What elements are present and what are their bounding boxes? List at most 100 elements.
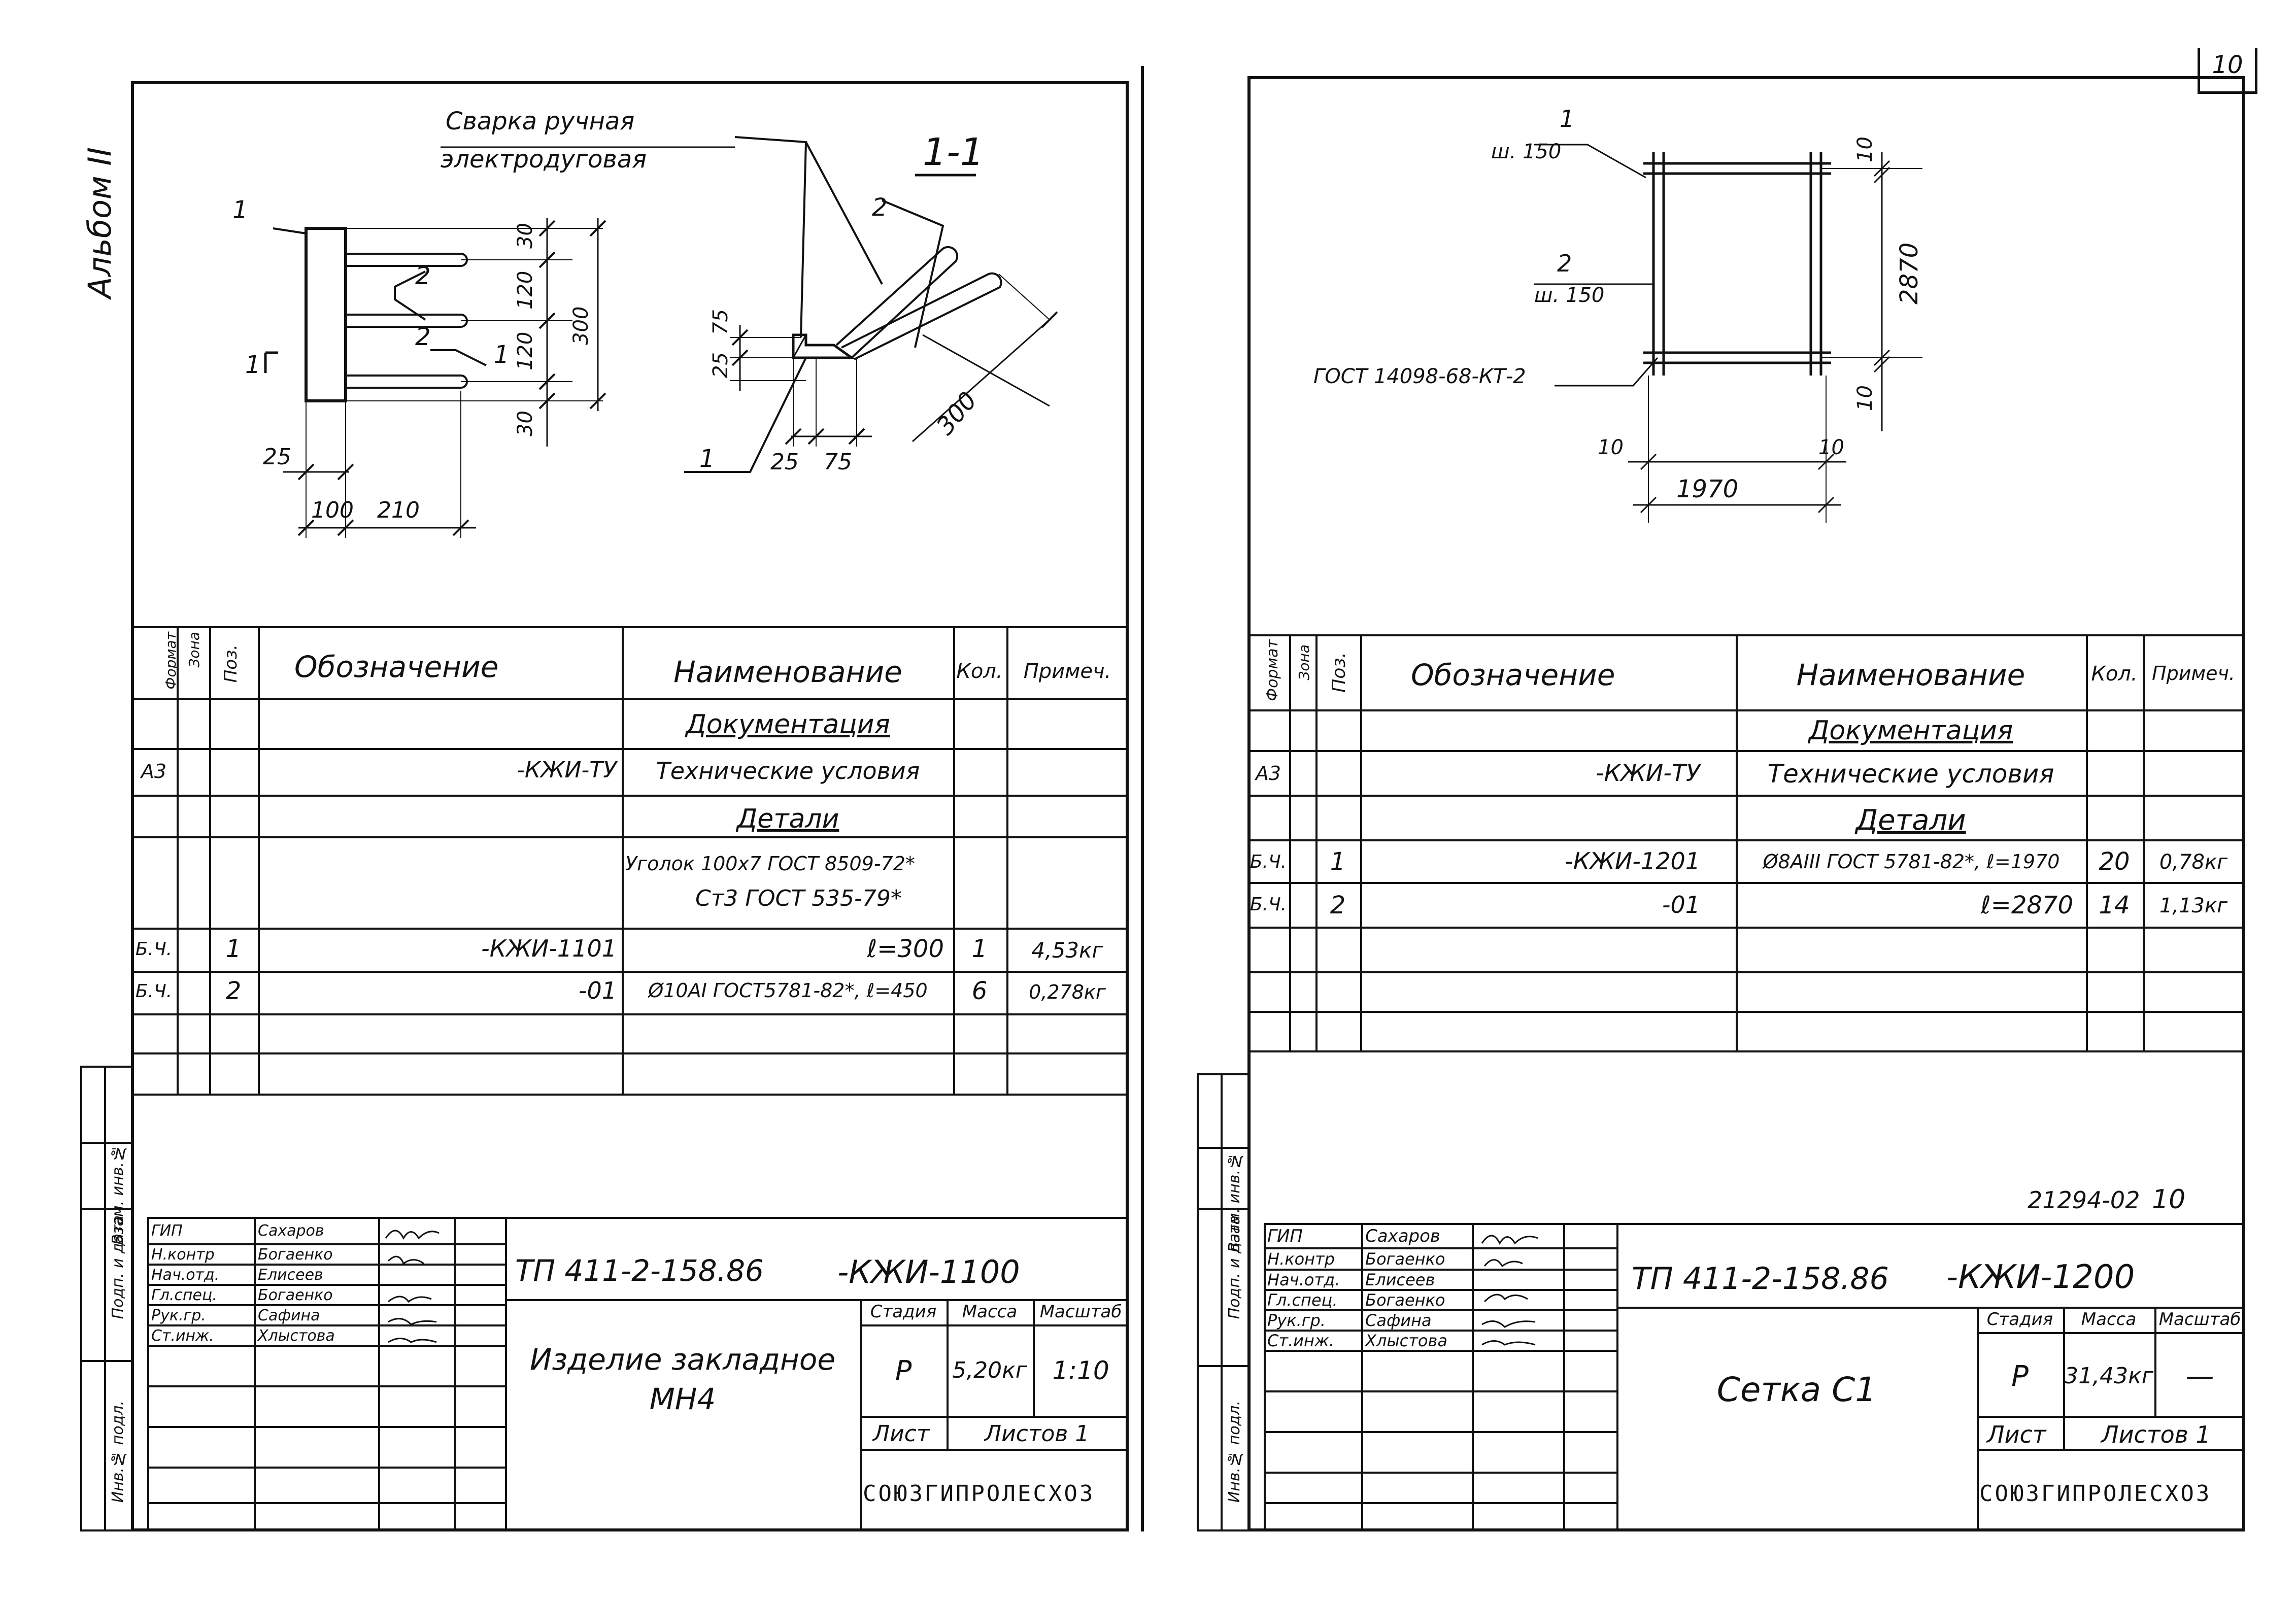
header-designation: Обозначение: [1411, 658, 1615, 692]
side-label-inv: Инв.№ подл.: [109, 1401, 127, 1503]
sheet-divider: [1141, 66, 1144, 1531]
header-name: Наименование: [673, 655, 902, 689]
header-format: Формат: [1264, 639, 1281, 701]
dim-10-left: 10: [1598, 436, 1624, 459]
sec-dim-25v: 25: [709, 352, 732, 378]
signature-marks: [1481, 1235, 1538, 1346]
stage-value: Р: [895, 1355, 912, 1387]
album-label: Альбом II: [81, 147, 118, 298]
header-qty: Кол.: [956, 660, 1003, 683]
header-note: Примеч.: [1023, 660, 1111, 683]
sign-name: Сафина: [1365, 1311, 1432, 1330]
label-2: 2: [1557, 250, 1572, 277]
sign-role: Рук.гр.: [1267, 1311, 1326, 1330]
scale-label: Масштаб: [1039, 1302, 1122, 1322]
spec-row-details: Детали: [1855, 804, 1966, 837]
dim-300: 300: [569, 307, 593, 345]
header-note: Примеч.: [2152, 662, 2235, 685]
stage-value: Р: [2011, 1360, 2029, 1393]
spec-row-documentation: Документация: [1808, 716, 2013, 746]
spec-row-name: ℓ=2870: [1980, 891, 2073, 920]
spec-row-pos: 2: [225, 977, 242, 1005]
dim-120-b: 120: [514, 332, 537, 370]
mass-value: 31,43кг: [2064, 1363, 2153, 1389]
side-label-sign: Подп. и дата: [109, 1215, 127, 1319]
scale-label: Масштаб: [2158, 1309, 2241, 1330]
header-qty: Кол.: [2091, 662, 2138, 686]
sign-role: Гл.спец.: [1267, 1290, 1338, 1310]
spec-row-note: 4,53кг: [1031, 938, 1103, 963]
label-2-spacing: ш. 150: [1534, 284, 1604, 307]
document-title: Сетка С1: [1716, 1370, 1877, 1409]
dim-100: 100: [311, 497, 354, 523]
header-pos: Поз.: [221, 644, 241, 683]
pos-2-label-a: 2: [415, 262, 431, 290]
spec-row-format: А3: [141, 760, 167, 782]
header-designation: Обозначение: [294, 650, 499, 684]
sheets-label: Листов 1: [985, 1421, 1090, 1447]
spec-row-pos: 1: [1330, 847, 1346, 876]
mass-value: 5,20кг: [952, 1357, 1027, 1383]
dim-2870: 2870: [1895, 243, 1923, 304]
side-label-inv: Инв.№ подл.: [1226, 1401, 1243, 1503]
sign-role: Н.контр: [151, 1246, 215, 1264]
dim-30-bottom: 30: [514, 411, 537, 436]
sign-role: Нач.отд.: [1267, 1270, 1340, 1289]
sheet-label: Лист: [1987, 1421, 2046, 1448]
pos-2-label-c: 2: [872, 193, 888, 222]
pos-2-label-b: 2: [415, 323, 431, 351]
dim-210: 210: [377, 497, 420, 523]
cut-label-a: 1: [245, 351, 261, 379]
right-drawing: 1 ш. 150 2 ш. 150 ГОСТ 14098-68-КТ-2 10 …: [1313, 105, 1923, 523]
page-number: 10: [2212, 51, 2243, 79]
organization: СОЮЗГИПРОЛЕСХОЗ: [1979, 1481, 2212, 1507]
spec-row-format: Б.Ч.: [1250, 894, 1287, 915]
sign-name: Богаенко: [258, 1246, 333, 1264]
spec-row-qty: 1: [971, 935, 988, 963]
sec-dim-75: 75: [709, 309, 732, 335]
spec-row-designation: -КЖИ-1201: [1565, 847, 1700, 875]
spec-row-designation: -КЖИ-ТУ: [1596, 759, 1700, 787]
sign-role: Гл.спец.: [151, 1286, 217, 1304]
spec-row-format: Б.Ч.: [135, 981, 173, 1002]
mass-label: Масса: [962, 1302, 1018, 1322]
spec-row-designation: -КЖИ-1101: [481, 935, 617, 962]
spec-row-details: Детали: [736, 804, 839, 834]
sign-role: Нач.отд.: [151, 1266, 220, 1284]
spec-row-format: Б.Ч.: [135, 939, 173, 960]
dim-25: 25: [263, 444, 291, 470]
header-zone: Зона: [1296, 644, 1312, 680]
spec-row-qty: 20: [2099, 847, 2130, 876]
spec-row-qty: 14: [2099, 891, 2130, 920]
stage-label: Стадия: [870, 1302, 937, 1322]
spec-row-name: Технические условия: [656, 757, 920, 785]
spec-row-name: Технические условия: [1767, 759, 2054, 789]
dim-30-top: 30: [514, 223, 537, 249]
sign-role: Рук.гр.: [151, 1307, 206, 1324]
dim-1970: 1970: [1676, 475, 1738, 503]
sheets-label: Листов 1: [2101, 1421, 2211, 1448]
spec-row-documentation: Документация: [686, 709, 890, 740]
spec-row-name: Ø8АIII ГОСТ 5781-82*, ℓ=1970: [1763, 850, 2060, 873]
header-format: Формат: [162, 632, 179, 690]
spec-row-pos: 2: [1330, 891, 1346, 920]
scale-value: —: [2185, 1360, 2214, 1393]
header-pos: Поз.: [1329, 652, 1349, 693]
spec-row-note: 0,278кг: [1029, 981, 1106, 1003]
gost-label: ГОСТ 14098-68-КТ-2: [1313, 365, 1526, 388]
header-name: Наименование: [1796, 658, 2025, 692]
left-frame: [131, 81, 1129, 1531]
sign-name: Сахаров: [258, 1222, 324, 1240]
document-code: -КЖИ-1100: [837, 1253, 1020, 1290]
sign-name: Хлыстова: [258, 1327, 335, 1345]
header-zone: Зона: [186, 632, 202, 668]
cut-label-b: 1: [494, 341, 510, 369]
weld-label-2: электродуговая: [441, 145, 647, 174]
page-number-box: [2198, 48, 2257, 94]
spec-row-designation: -КЖИ-ТУ: [517, 757, 617, 783]
sign-name: Богаенко: [258, 1286, 333, 1304]
document-title: Изделие закладное МН4: [529, 1342, 836, 1416]
dim-10-right: 10: [1818, 436, 1844, 459]
spec-row-designation: -01: [1662, 891, 1700, 918]
sign-name: Елисеев: [258, 1266, 323, 1284]
